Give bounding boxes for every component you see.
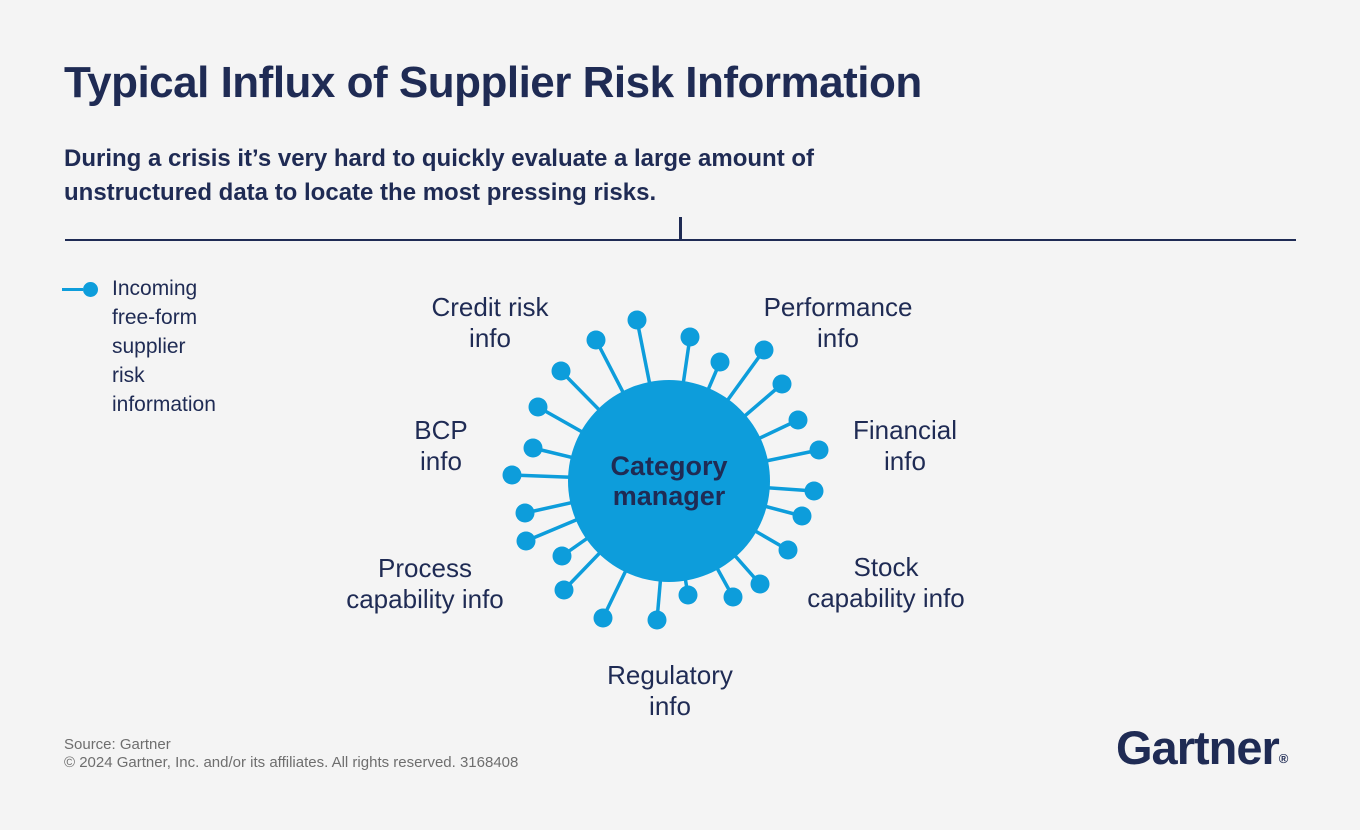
footer-note: Source: Gartner © 2024 Gartner, Inc. and…: [64, 736, 518, 771]
spoke-dot: [778, 540, 798, 560]
spoke-dot: [515, 503, 535, 523]
registered-trademark-icon: ®: [1278, 751, 1289, 766]
spoke-dot: [788, 410, 808, 430]
hub-center-label: Category manager: [610, 451, 728, 511]
legend-label: Incoming free-form supplier risk informa…: [112, 277, 216, 416]
spoke-dot: [554, 580, 574, 600]
node-label: Regulatory info: [607, 660, 733, 721]
divider-center-tick: [679, 217, 682, 240]
node-label: Credit risk info: [431, 292, 549, 353]
node-label: Process capability info: [346, 553, 504, 614]
spoke-dot: [593, 608, 613, 628]
node-label: BCP info: [414, 415, 468, 476]
spoke-dot: [804, 481, 824, 501]
hub-circle: [568, 380, 770, 582]
legend-line-dot-icon: [62, 282, 98, 297]
spoke-dot: [809, 440, 829, 460]
page-subtitle: During a crisis it’s very hard to quickl…: [64, 145, 815, 206]
node-label: Performance info: [763, 292, 913, 353]
spoke-dot: [586, 330, 606, 350]
page-title: Typical Influx of Supplier Risk Informat…: [64, 58, 922, 107]
spoke-dot: [528, 397, 548, 417]
spoke-dot: [678, 585, 698, 605]
spoke-dot: [552, 546, 572, 566]
node-label: Financial info: [852, 415, 958, 476]
spoke-dot: [516, 531, 536, 551]
copyright-line: © 2024 Gartner, Inc. and/or its affiliat…: [64, 753, 519, 771]
spoke-dot: [627, 310, 647, 330]
gartner-logo: Gartner®: [1116, 720, 1288, 775]
gartner-logo-text: Gartner: [1116, 721, 1280, 774]
spoke-dot: [750, 574, 770, 594]
node-label: Stock capability info: [807, 552, 965, 613]
spoke-dot: [723, 587, 743, 607]
divider-rule: [65, 217, 1296, 241]
spoke-dot: [647, 610, 667, 630]
spoke-dot: [680, 327, 700, 347]
spoke-dot: [772, 374, 792, 394]
spoke-dot: [754, 340, 774, 360]
spoke-dot: [710, 352, 730, 372]
spoke-dot: [792, 506, 812, 526]
spoke-dot: [502, 465, 522, 485]
spoke-dot: [551, 361, 571, 381]
source-line: Source: Gartner: [64, 736, 171, 753]
spoke-dot: [523, 438, 543, 458]
